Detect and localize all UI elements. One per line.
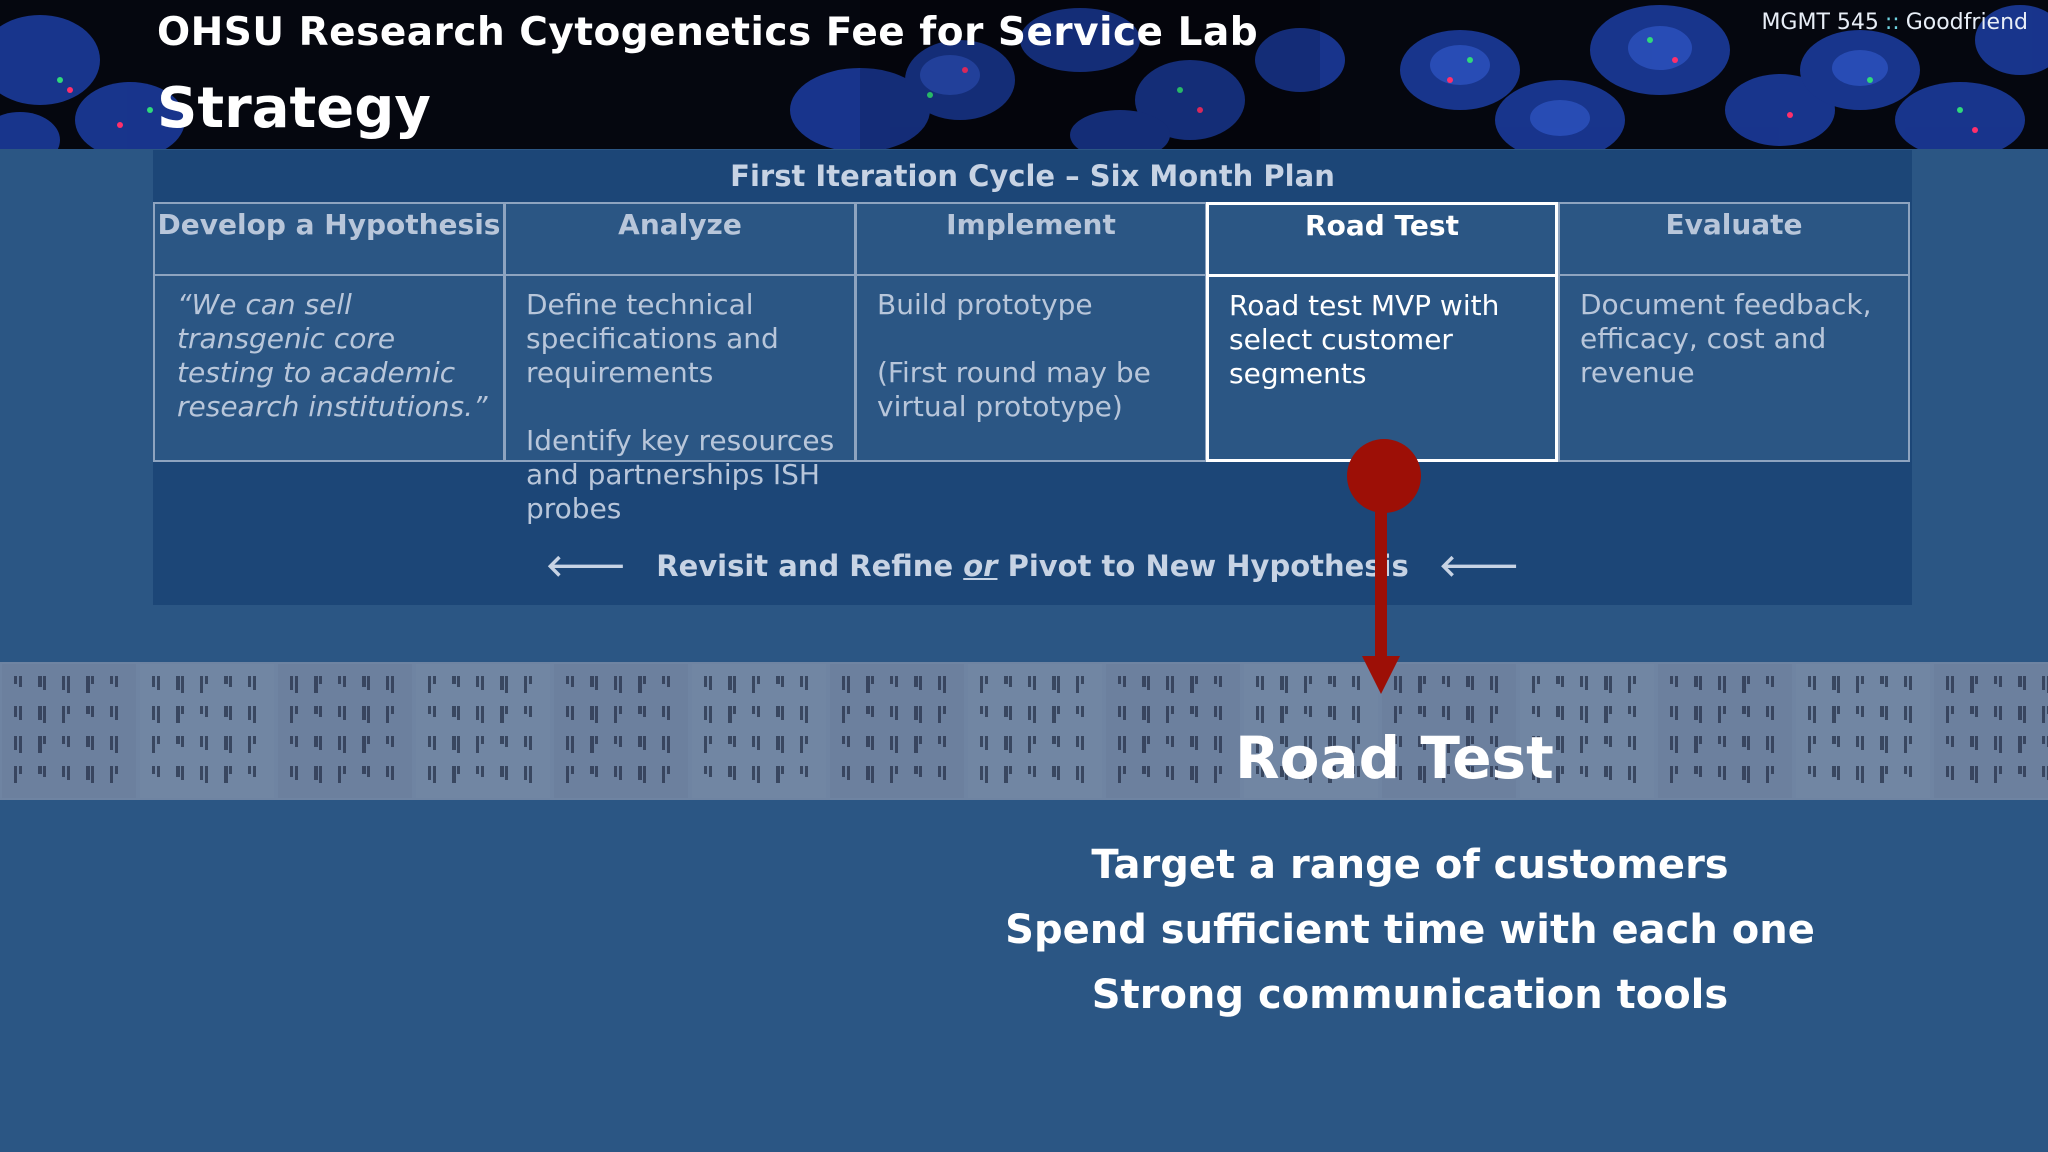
- column-body: “We can sell transgenic core testing to …: [177, 288, 488, 423]
- iteration-cycle-table: First Iteration Cycle – Six Month Plan D…: [153, 150, 1912, 605]
- page-title: Strategy: [157, 76, 431, 141]
- course-label: MGMT 545::Goodfriend: [1761, 10, 2028, 35]
- column-road-test: Road Test Road test MVP with select cust…: [1206, 202, 1558, 462]
- column-develop-hypothesis: Develop a Hypothesis “We can sell transg…: [153, 202, 505, 462]
- cycle-title: First Iteration Cycle – Six Month Plan: [730, 159, 1335, 193]
- microscopy-background-image: [0, 0, 2048, 149]
- column-body: Road test MVP with select customer segme…: [1229, 289, 1500, 390]
- column-body: Define technical specifications and requ…: [526, 288, 835, 525]
- bullet-item: Strong communication tools: [1091, 972, 1729, 1018]
- organization-title: OHSU Research Cytogenetics Fee for Servi…: [157, 10, 1259, 55]
- author-name: Goodfriend: [1905, 10, 2028, 35]
- column-implement: Implement Build prototype (First round m…: [855, 202, 1207, 462]
- arrow-down-icon: [1362, 656, 1400, 694]
- column-title: Implement: [857, 204, 1205, 276]
- arrow-left-icon: 🡐: [1438, 549, 1520, 584]
- column-body: Build prototype (First round may be virt…: [877, 288, 1151, 423]
- marker-arrow-shaft: [1375, 476, 1387, 660]
- section-title: Road Test: [1235, 724, 1554, 792]
- column-title: Road Test: [1209, 205, 1555, 277]
- footer-text-pivot: Pivot to New Hypothesis: [1007, 549, 1409, 583]
- karyotype-image: [2, 664, 2048, 798]
- column-title: Analyze: [506, 204, 854, 276]
- column-analyze: Analyze Define technical specifications …: [504, 202, 856, 525]
- column-title: Develop a Hypothesis: [155, 204, 503, 276]
- footer-text-refine: Revisit and Refine: [656, 549, 954, 583]
- cycle-footer: 🡐 Revisit and Refine or Pivot to New Hyp…: [153, 540, 1912, 592]
- column-body: Document feedback, efficacy, cost and re…: [1580, 288, 1872, 389]
- arrow-left-icon: 🡐: [545, 549, 627, 584]
- detail-bullet-list: Target a range of customers Spend suffic…: [990, 835, 1830, 1030]
- course-separator: ::: [1884, 10, 1900, 35]
- karyotype-strip-image: [0, 662, 2048, 800]
- footer-text-or: or: [963, 549, 998, 583]
- bullet-item: Target a range of customers: [1091, 842, 1729, 888]
- course-code: MGMT 545: [1761, 10, 1879, 35]
- column-evaluate: Evaluate Document feedback, efficacy, co…: [1558, 202, 1910, 462]
- column-title: Evaluate: [1560, 204, 1908, 276]
- header-banner: OHSU Research Cytogenetics Fee for Servi…: [0, 0, 2048, 149]
- bullet-item: Spend sufficient time with each one: [1005, 907, 1815, 953]
